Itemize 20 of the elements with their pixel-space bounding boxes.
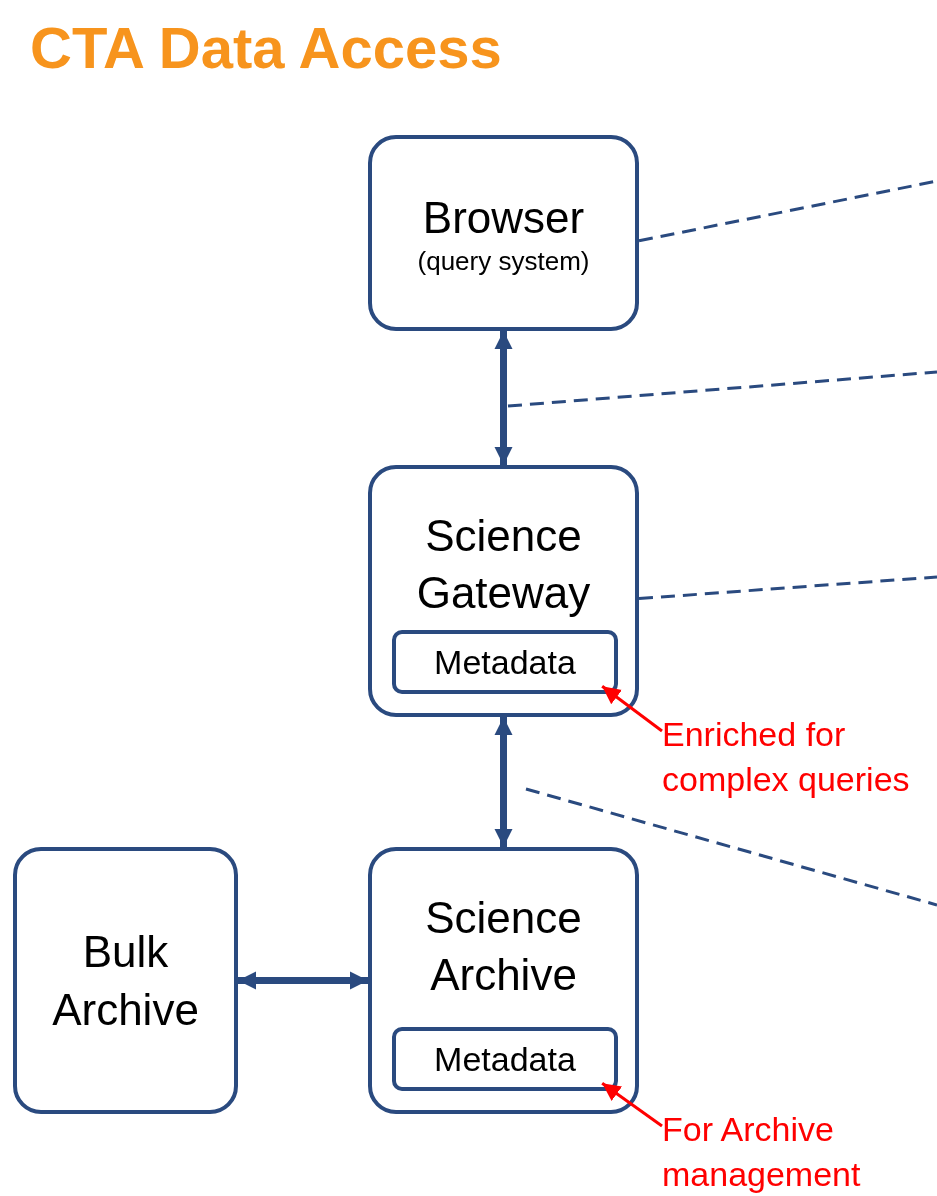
node-title: Science Gateway [415,510,592,620]
process-box [368,135,639,331]
leader-line [601,1082,663,1128]
node-title: Bulk Archive [51,926,200,1036]
annotation-text: Enriched for complex queries [662,712,937,807]
node-subtitle: (query system) [417,246,590,278]
node-title: Science Archive [424,892,583,1002]
node-title: Browser [422,191,585,244]
process-box [368,465,639,717]
arrow [494,331,513,465]
annotation-text: For Archive management [662,1107,937,1196]
leader-line [601,685,663,733]
process-box [13,847,238,1114]
inner-box: Metadata [392,630,618,694]
process-box [368,847,639,1114]
dashed-line [638,575,937,601]
arrow [238,971,368,990]
inner-box: Metadata [392,1027,618,1091]
title: CTA Data Access [30,14,502,81]
arrow [494,717,513,847]
